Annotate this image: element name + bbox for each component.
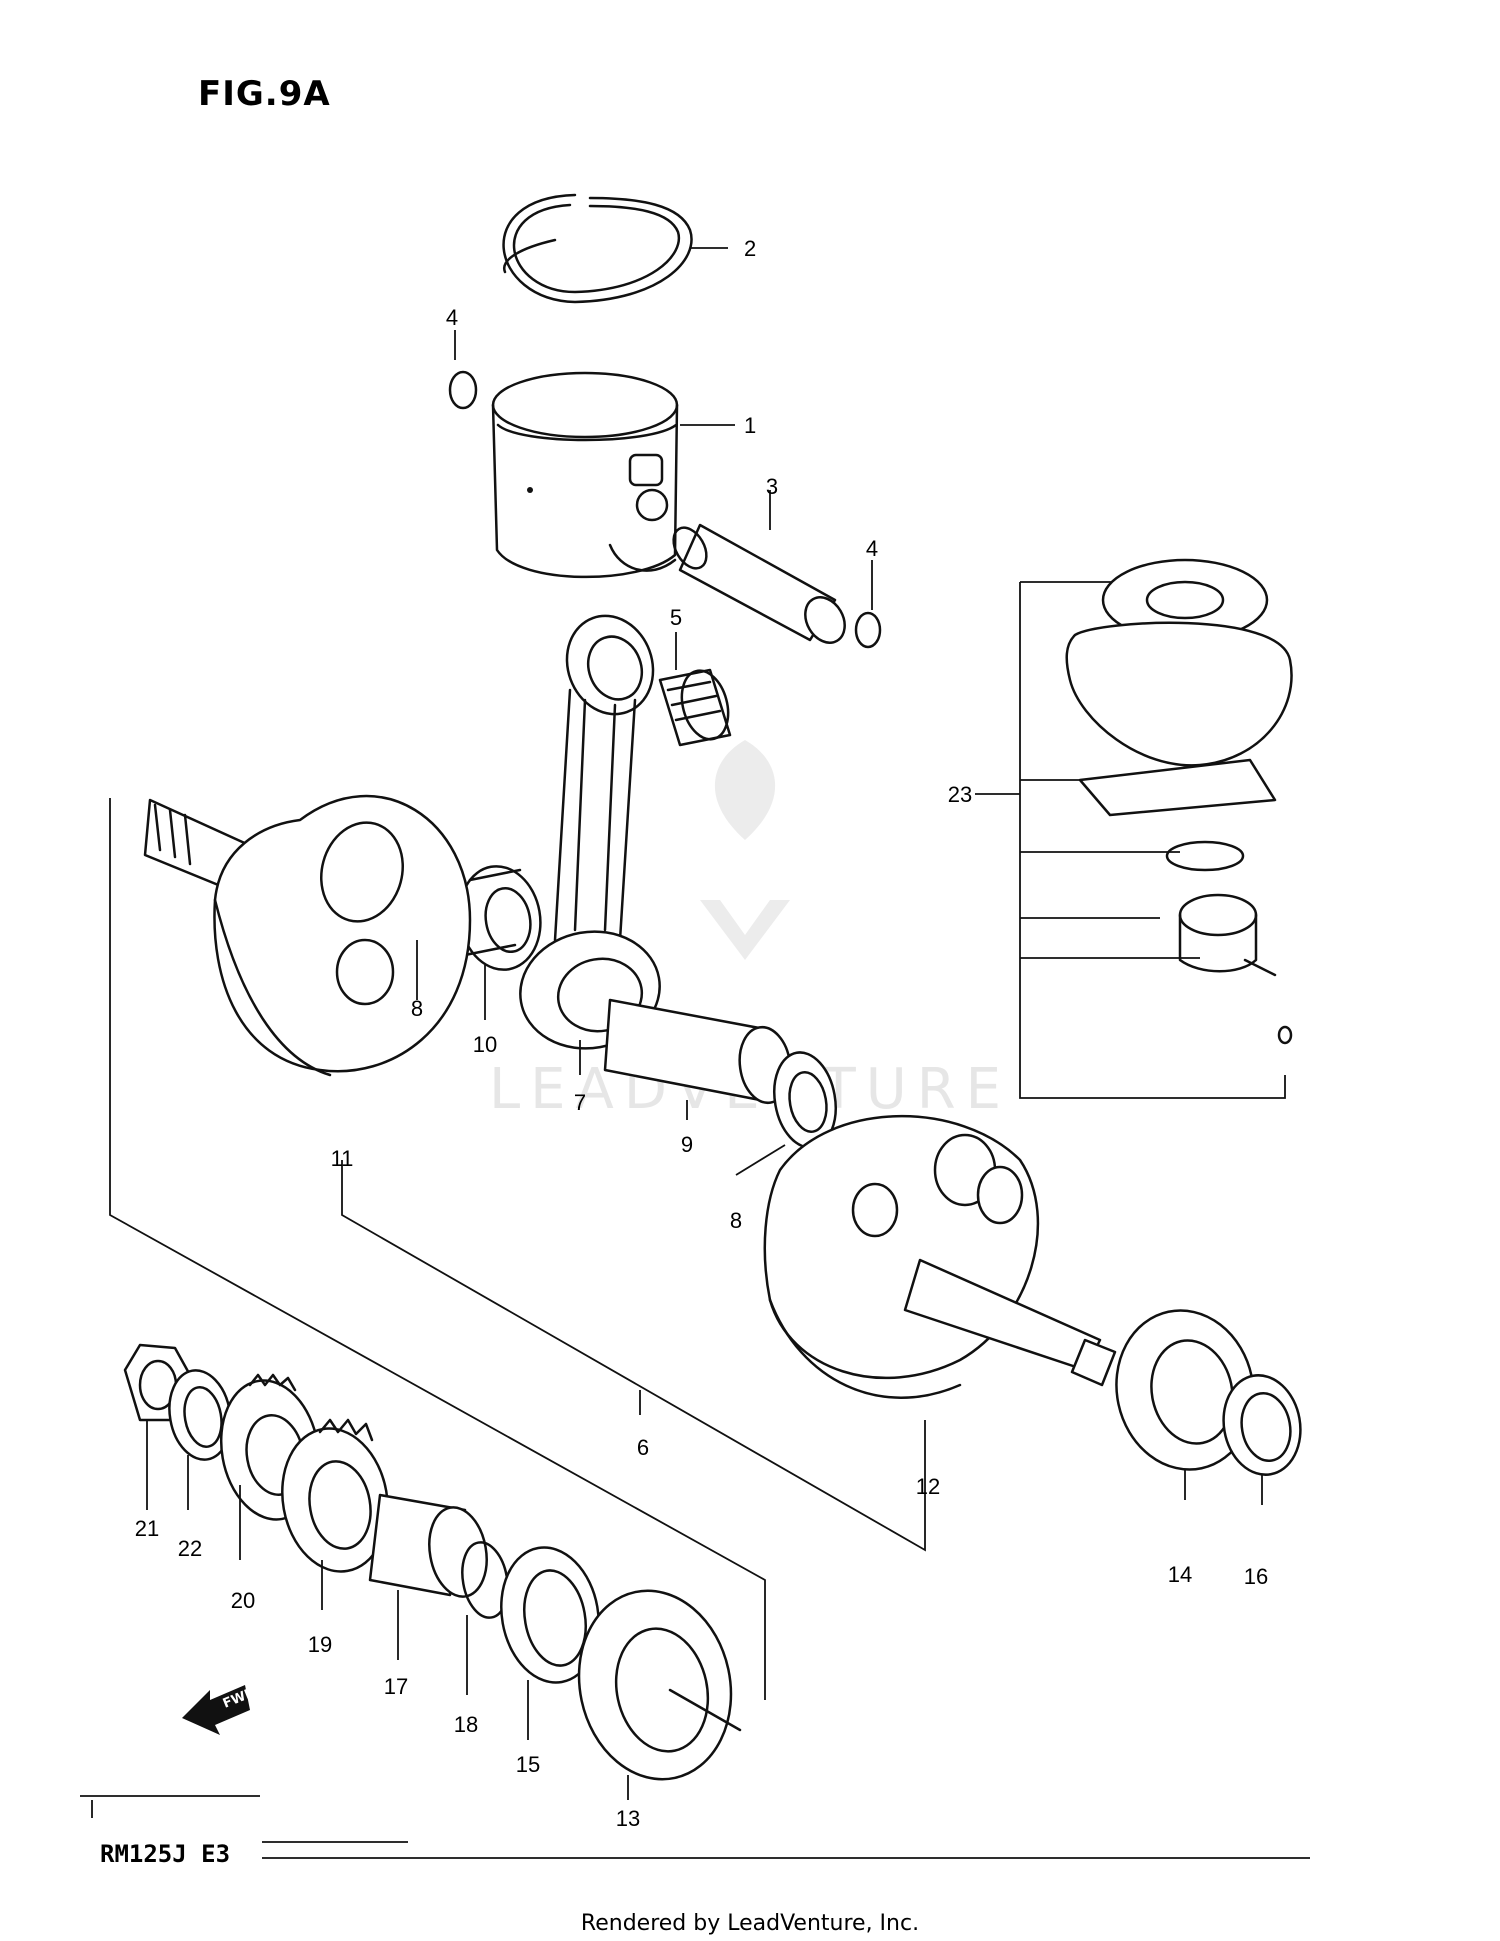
callout-8-left: 8 xyxy=(411,996,423,1021)
model-code: RM125J E3 xyxy=(100,1840,230,1868)
callout-8-right: 8 xyxy=(730,1208,742,1233)
crankshaft-left xyxy=(143,794,472,1077)
callout-14: 14 xyxy=(1168,1562,1192,1587)
piston-pin xyxy=(672,523,846,644)
callout-3: 3 xyxy=(766,474,778,499)
callout-11: 11 xyxy=(331,1146,354,1171)
callout-1: 1 xyxy=(744,413,756,438)
fwd-arrow-icon: FWD xyxy=(182,1685,258,1735)
circlip-right xyxy=(854,611,882,649)
bearing-right xyxy=(1115,1309,1255,1471)
figure-title: FIG.9A xyxy=(198,74,331,114)
callout-17: 17 xyxy=(384,1674,408,1699)
callout-15: 15 xyxy=(516,1752,540,1777)
callout-5: 5 xyxy=(670,605,682,630)
callout-6: 6 xyxy=(637,1435,649,1460)
gear-19 xyxy=(281,1418,389,1573)
callout-21: 21 xyxy=(135,1516,159,1541)
callout-12: 12 xyxy=(916,1474,940,1499)
footer-credit: Rendered by LeadVenture, Inc. xyxy=(581,1911,919,1936)
callout-4-top: 4 xyxy=(446,305,458,330)
callout-16: 16 xyxy=(1244,1564,1268,1589)
spacer-17 xyxy=(368,1493,488,1598)
callout-20: 20 xyxy=(231,1588,255,1613)
callout-22: 22 xyxy=(178,1536,202,1561)
piston-ring xyxy=(502,193,693,304)
footer-block: RM125J E3 xyxy=(80,1795,1310,1868)
circlip-top xyxy=(448,370,478,410)
callout-labels: 2 4 1 3 4 5 23 8 10 7 9 11 8 6 12 14 16 … xyxy=(135,236,1268,1831)
callout-7: 7 xyxy=(574,1090,586,1115)
big-end-bearing xyxy=(458,865,542,971)
crankshaft-right xyxy=(763,1115,1117,1399)
crank-pin xyxy=(603,998,792,1105)
oil-seal-15 xyxy=(500,1546,600,1684)
oil-seal-right xyxy=(1222,1374,1302,1476)
cylinder-kit-inset xyxy=(975,558,1293,1099)
small-end-bearing xyxy=(658,668,732,747)
leader-lines xyxy=(109,247,1263,1800)
callout-19: 19 xyxy=(308,1632,332,1657)
connecting-rod xyxy=(519,614,661,1050)
callout-13: 13 xyxy=(616,1806,640,1831)
callout-10: 10 xyxy=(473,1032,497,1057)
callout-9: 9 xyxy=(681,1132,693,1157)
piston xyxy=(491,371,679,579)
callout-4-right: 4 xyxy=(866,536,878,561)
callout-2: 2 xyxy=(744,236,756,261)
callout-18: 18 xyxy=(454,1712,478,1737)
callout-23: 23 xyxy=(948,782,972,807)
bearing-13 xyxy=(577,1589,742,1781)
